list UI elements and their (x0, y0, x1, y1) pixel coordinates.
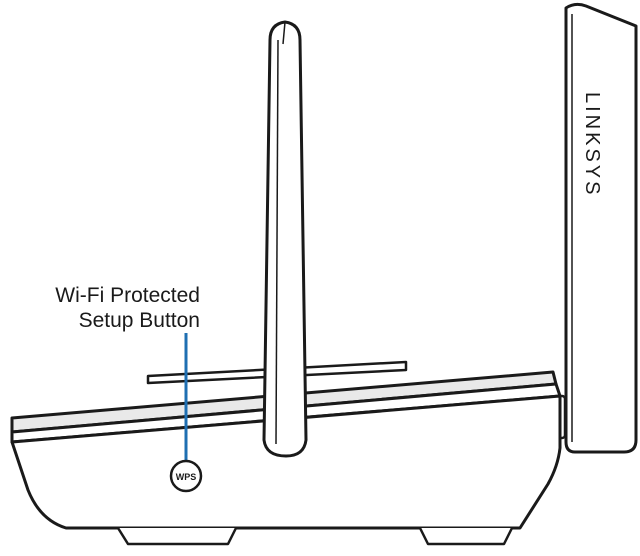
front-antenna (264, 22, 306, 456)
linksys-logo: LINKSYS (580, 92, 603, 197)
wps-callout-label: Wi-Fi Protected Setup Button (40, 283, 200, 333)
callout-line-1: Wi-Fi Protected (40, 283, 200, 308)
wps-button[interactable]: WPS (171, 461, 201, 491)
callout-line-2: Setup Button (40, 308, 200, 333)
wps-button-label: WPS (176, 472, 197, 482)
rear-antenna (566, 4, 636, 452)
